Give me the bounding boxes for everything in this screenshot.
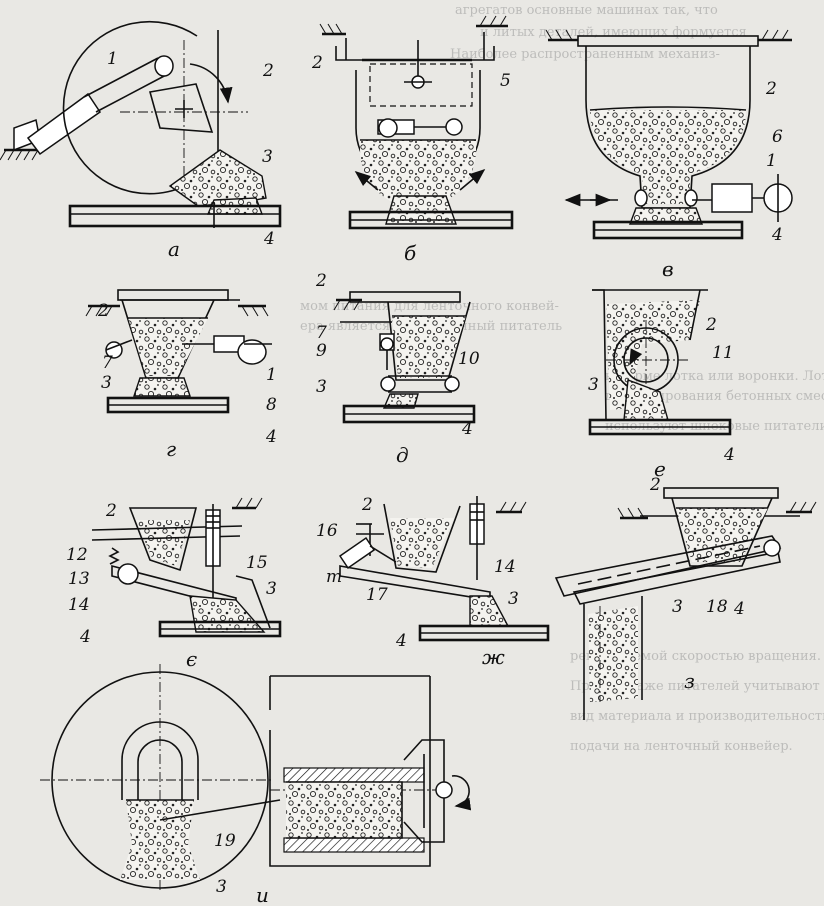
label-2: 2 [97,301,109,321]
svg-text:вид материала и производительн: вид материала и производительность [570,709,824,724]
conveyor-4 [592,220,744,240]
wall-hatch [232,497,263,510]
label-m: т [326,567,342,587]
wall-hatch [319,15,508,36]
svg-text:в форме лотка или воронки. Лот: в форме лотка или воронки. Лоток [605,369,824,384]
label-2: 2 [361,495,373,515]
label-3: 3 [101,373,112,393]
panel-b-bucket-feeder: 2 5 б [311,15,514,265]
panel-z-screw-feeder: 2 3 18 4 з [554,475,817,720]
caption-zh: ж [482,645,505,669]
label-2: 2 [262,61,274,81]
label-6: 6 [772,127,783,147]
label-12: 12 [66,545,88,565]
caption-z: з [684,669,695,693]
label-4: 4 [733,599,745,619]
label-18: 18 [706,597,728,617]
caption-d: д [396,443,409,467]
label-14: 14 [68,595,90,615]
caption-i: и [256,883,269,906]
caption-a: а [168,237,180,261]
label-1: 1 [266,365,277,385]
label-3: 3 [216,877,227,897]
label-2: 2 [311,53,323,73]
adjusting-screw-15 [205,504,221,600]
wall-hatch [545,29,792,42]
label-4: 4 [395,631,407,651]
panel-ye-inclined-chute: 2 12 13 15 14 3 4 є [66,497,282,671]
label-11: 11 [712,343,734,363]
svg-text:подачи на ленточный конвейер.: подачи на ленточный конвейер. [570,739,793,754]
panel-a-drum-feeder: 1 2 3 4 а [0,20,282,261]
vibrator-1 [182,335,272,365]
conveyor-4 [418,624,550,642]
panel-e-rotor-feeder: 2 11 3 4 е [588,289,735,481]
label-3: 3 [262,147,273,167]
label-14: 14 [494,557,516,577]
svg-text:агрегатов основные машинах так: агрегатов основные машинах так, что [455,3,718,18]
label-13: 13 [68,569,90,589]
label-3: 3 [266,579,277,599]
label-3: 3 [316,377,327,397]
label-3: 3 [508,589,519,609]
caption-g: г [166,437,176,461]
label-4: 4 [723,445,735,465]
panel-g-vibro-hopper-side: 2 7 1 3 8 4 г [85,289,277,461]
panel-zh-vibro-chute: 2 16 т 14 17 3 4 ж [316,495,550,669]
caption-b: б [404,241,417,265]
panel-i-tube-section: 19 3 и [214,675,472,906]
label-4: 4 [265,427,277,447]
caption-e: е [654,457,666,481]
label-4: 4 [771,225,783,245]
panel-v-vibro-hopper: 2 6 1 4 в [545,29,793,281]
svg-text:Наиболее распространенным меха: Наиболее распространенным механиз- [450,47,720,62]
conveyor-4 [68,202,282,228]
label-3: 3 [588,375,599,395]
label-4: 4 [79,627,91,647]
label-1: 1 [107,49,118,69]
label-2: 2 [649,475,661,495]
label-19: 19 [214,831,236,851]
label-10: 10 [458,349,480,369]
vibrator-1 [692,174,793,222]
vibrator-piston [377,118,463,138]
label-7: 7 [102,353,113,373]
conveyor-4 [158,620,282,638]
wall-hatch [617,501,817,520]
label-2: 2 [765,79,777,99]
conveyor-4 [348,210,514,230]
label-7: 7 [316,323,327,343]
adjusting-screw-14 [469,496,485,580]
svg-text:и литых деталей, имеющих форму: и литых деталей, имеющих формуется [480,25,747,40]
label-15: 15 [246,553,268,573]
label-8: 8 [266,395,277,415]
label-17: 17 [366,585,388,605]
wall-hatch [85,304,269,317]
label-2: 2 [705,315,717,335]
wall-hatch [496,501,527,514]
conveyor-4 [342,404,476,424]
screw-trough-18 [554,535,782,605]
panel-i-drum-section [40,664,281,892]
label-2: 2 [105,501,117,521]
label-1: 1 [766,151,777,171]
panel-d-roller-feeder: 2 7 9 10 3 4 д [315,271,480,467]
caption-v: в [662,257,674,281]
vibrator-1 [13,55,174,156]
caption-ye: є [186,647,197,671]
label-3: 3 [672,597,683,617]
conveyor-4 [588,418,732,436]
vibrator-16 [338,536,397,570]
label-4: 4 [263,229,275,249]
drum [62,20,248,196]
label-16: 16 [316,521,338,541]
wall-hatch [0,148,42,161]
label-4: 4 [461,419,473,439]
label-5: 5 [500,71,511,91]
conveyor-4 [106,396,230,414]
label-9: 9 [316,341,327,361]
label-2: 2 [315,271,327,291]
